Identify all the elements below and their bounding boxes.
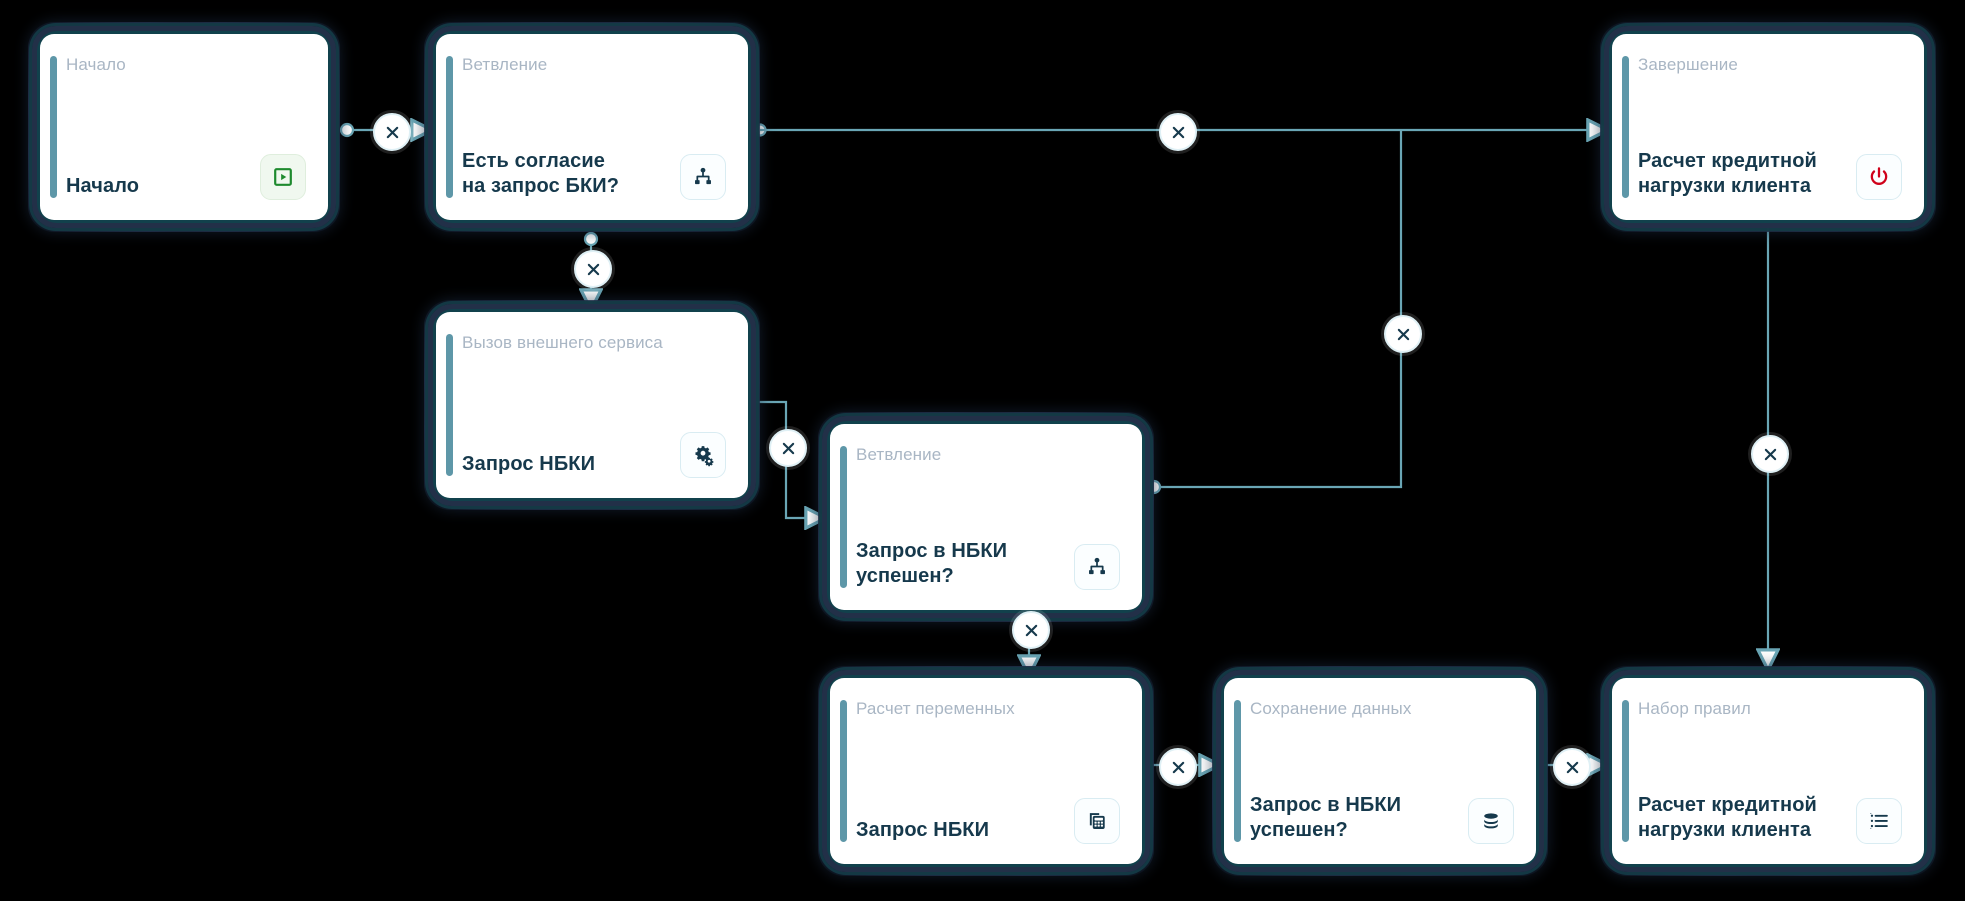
node-accent-bar [840,446,847,588]
node-title: Расчет кредитной нагрузки клиента [1638,149,1817,198]
edge-delete-button[interactable] [574,250,612,288]
edge-delete-button[interactable] [1384,315,1422,353]
node-calc-vars[interactable]: Расчет переменных Запрос НБКИ [818,666,1154,876]
node-card[interactable]: Набор правил Расчет кредитной нагрузки к… [1612,678,1924,864]
port-out-branch-consent-down [583,231,599,247]
node-card[interactable]: Ветвление Запрос в НБКИ успешен? [830,424,1142,610]
edge-delete-button[interactable] [769,429,807,467]
branch-icon[interactable] [1074,544,1120,590]
node-title: Запрос НБКИ [856,819,990,842]
node-subtitle: Ветвление [856,445,942,464]
node-branch-nbki[interactable]: Ветвление Запрос в НБКИ успешен? [818,412,1154,622]
node-accent-bar [840,700,847,842]
edge-delete-button[interactable] [1012,611,1050,649]
node-external-service[interactable]: Вызов внешнего сервиса Запрос НБКИ [424,300,760,510]
node-accent-bar [446,56,453,198]
node-accent-bar [1622,56,1629,198]
cogs-icon[interactable] [680,432,726,478]
list-rules-icon[interactable] [1856,798,1902,844]
database-icon[interactable] [1468,798,1514,844]
node-title: Запрос НБКИ [462,453,596,476]
node-card[interactable]: Сохранение данных Запрос в НБКИ успешен? [1224,678,1536,864]
node-finish[interactable]: Завершение Расчет кредитной нагрузки кли… [1600,22,1936,232]
node-title: Запрос в НБКИ успешен? [856,539,1008,588]
node-title: Начало [66,175,140,198]
node-save-data[interactable]: Сохранение данных Запрос в НБКИ успешен? [1212,666,1548,876]
node-subtitle: Набор правил [1638,699,1751,718]
node-card[interactable]: Начало Начало [40,34,328,220]
node-card[interactable]: Завершение Расчет кредитной нагрузки кли… [1612,34,1924,220]
play-square-icon[interactable] [260,154,306,200]
node-subtitle: Расчет переменных [856,699,1015,718]
power-icon[interactable] [1856,154,1902,200]
node-subtitle: Завершение [1638,55,1738,74]
edge-delete-button[interactable] [1159,113,1197,151]
node-card[interactable]: Вызов внешнего сервиса Запрос НБКИ [436,312,748,498]
node-title: Расчет кредитной нагрузки клиента [1638,793,1817,842]
node-branch-consent[interactable]: Ветвление Есть согласие на запрос БКИ? [424,22,760,232]
edge-branch-nbki-to-finish [1160,131,1403,489]
node-title: Есть согласие на запрос БКИ? [462,149,620,198]
node-subtitle: Сохранение данных [1250,699,1412,718]
node-card[interactable]: Расчет переменных Запрос НБКИ [830,678,1142,864]
node-start[interactable]: Начало Начало [28,22,340,232]
edge-delete-button[interactable] [373,113,411,151]
branch-icon[interactable] [680,154,726,200]
calculator-icon[interactable] [1074,798,1120,844]
node-accent-bar [1622,700,1629,842]
node-accent-bar [1234,700,1241,842]
node-subtitle: Ветвление [462,55,548,74]
node-card[interactable]: Ветвление Есть согласие на запрос БКИ? [436,34,748,220]
edge-delete-button[interactable] [1553,748,1591,786]
node-accent-bar [446,334,453,476]
node-subtitle: Вызов внешнего сервиса [462,333,663,352]
edge-delete-button[interactable] [1751,435,1789,473]
node-subtitle: Начало [66,55,126,74]
node-title: Запрос в НБКИ успешен? [1250,793,1402,842]
node-accent-bar [50,56,57,198]
port-out-start [339,122,355,138]
node-rule-set[interactable]: Набор правил Расчет кредитной нагрузки к… [1600,666,1936,876]
edge-delete-button[interactable] [1159,748,1197,786]
